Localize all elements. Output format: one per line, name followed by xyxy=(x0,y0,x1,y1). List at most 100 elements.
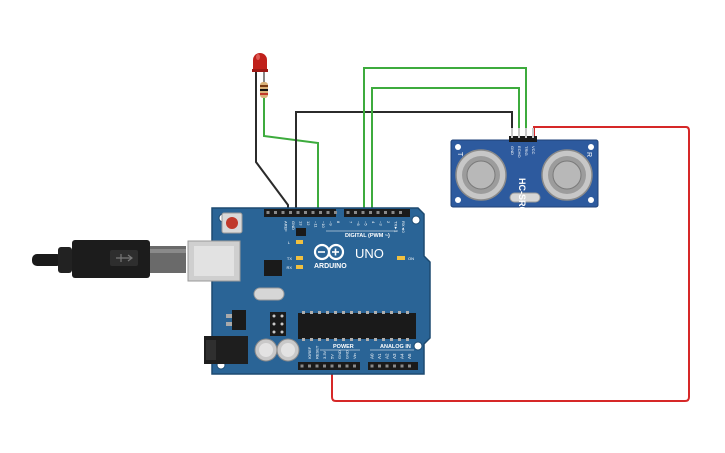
header-pin[interactable] xyxy=(323,364,326,368)
usb-interface-chip xyxy=(264,260,282,276)
digital-label: DIGITAL (PWM ~) xyxy=(345,233,390,239)
power-pin-label: IOREF xyxy=(307,346,312,359)
svg-text:ON: ON xyxy=(408,256,414,261)
svg-text:GND: GND xyxy=(510,146,515,155)
header-pin[interactable] xyxy=(304,211,307,214)
header-pin[interactable] xyxy=(308,364,311,368)
analog-pin-label: A0 xyxy=(370,353,375,359)
wire-led-to-pin11[interactable] xyxy=(263,96,319,212)
svg-text:ECHO: ECHO xyxy=(517,146,522,158)
analog-pin-label: A5 xyxy=(407,353,412,359)
header-pin[interactable] xyxy=(319,211,322,214)
header-pin[interactable] xyxy=(361,211,365,214)
power-pin-label: GND xyxy=(337,350,342,359)
header-pin[interactable] xyxy=(281,211,285,214)
header-pin[interactable] xyxy=(266,211,270,214)
power-pin-label: Vin xyxy=(352,353,357,359)
power-pin-label: GND xyxy=(345,350,350,359)
atmega-chip xyxy=(298,311,416,341)
status-leds: L TX RX xyxy=(286,240,303,270)
header-pin[interactable] xyxy=(391,211,395,214)
wire-sensor-gnd[interactable] xyxy=(295,111,513,212)
voltage-regulator xyxy=(226,310,246,330)
header-pin[interactable] xyxy=(345,364,349,368)
digital-pin-label: 4 xyxy=(371,221,376,224)
svg-text:TX: TX xyxy=(287,256,292,261)
header-pin[interactable] xyxy=(354,211,357,214)
header-pin[interactable] xyxy=(334,211,337,214)
usb-cable[interactable] xyxy=(32,240,186,278)
digital-pin-label: TX►1 xyxy=(394,221,399,233)
resistor[interactable] xyxy=(260,72,268,98)
analog-pin-label: A3 xyxy=(392,353,397,359)
header-pin[interactable] xyxy=(376,211,380,214)
digital-pin-label: ~5 xyxy=(364,221,369,226)
digital-pin-label: GND xyxy=(291,221,296,230)
led[interactable] xyxy=(252,53,268,72)
header-pin[interactable] xyxy=(408,364,411,368)
led-body xyxy=(253,53,267,70)
arduino-logo-icon xyxy=(313,243,345,261)
wires xyxy=(255,67,690,402)
sensor-model-label: HC-SR04 xyxy=(517,178,527,217)
digital-pin-label: ~9 xyxy=(329,221,334,226)
digital-pin-label: 7 xyxy=(349,221,354,224)
header-pin[interactable] xyxy=(399,211,402,214)
header-pin[interactable] xyxy=(400,364,404,368)
analog-pin-label: A1 xyxy=(377,353,382,359)
header-pin[interactable] xyxy=(274,211,277,214)
header-pin[interactable] xyxy=(296,211,300,214)
digital-pin-label: 13 xyxy=(299,221,304,226)
digital-pin-label: 8 xyxy=(336,221,341,224)
header-pin[interactable] xyxy=(338,364,341,368)
capacitors xyxy=(254,338,300,362)
header-pin[interactable] xyxy=(300,364,304,368)
svg-text:RX: RX xyxy=(286,265,292,270)
header-pin[interactable] xyxy=(289,211,292,214)
header-pin[interactable] xyxy=(370,364,374,368)
header-pin[interactable] xyxy=(311,211,315,214)
analog-pin-label: A2 xyxy=(385,353,390,359)
digital-pin-label: ~10 xyxy=(321,221,326,229)
reset-button[interactable] xyxy=(221,212,243,234)
power-pin-label: RESET xyxy=(315,345,320,359)
power-pin-label: 5V xyxy=(330,354,335,359)
power-label: POWER xyxy=(333,344,354,350)
header-pin[interactable] xyxy=(384,211,387,214)
digital-pin-label: ~11 xyxy=(314,221,319,228)
on-led: ON xyxy=(397,256,414,261)
header-pin[interactable] xyxy=(330,364,334,368)
dc-power-jack xyxy=(204,336,248,364)
digital-header xyxy=(264,209,410,217)
wire-echo[interactable] xyxy=(363,67,527,212)
header-pin[interactable] xyxy=(385,364,389,368)
header-pin[interactable] xyxy=(326,211,330,214)
wire-vcc[interactable] xyxy=(331,126,690,402)
wire-trig[interactable] xyxy=(371,87,520,212)
digital-pin-label: AREF xyxy=(284,221,289,232)
header-pin[interactable] xyxy=(393,364,396,368)
digital-pin-label: RX◄0 xyxy=(401,221,406,234)
hc-sr04-sensor[interactable]: T R HC-SR04 GND ECHO TRIG VCC xyxy=(450,128,599,217)
svg-text:TRIG: TRIG xyxy=(524,146,529,156)
sensor-mark-t: T xyxy=(456,152,463,157)
usb-symbol-icon xyxy=(116,254,133,262)
receiver-transducer xyxy=(541,149,593,201)
brand-label: ARDUINO xyxy=(314,263,347,270)
board-crystal xyxy=(253,287,285,301)
power-header xyxy=(298,362,418,370)
header-pin[interactable] xyxy=(315,364,319,368)
analog-pin-label: A4 xyxy=(400,353,405,359)
svg-text:L: L xyxy=(288,240,291,245)
header-pin[interactable] xyxy=(346,211,350,214)
header-pin[interactable] xyxy=(378,364,381,368)
header-pin[interactable] xyxy=(369,211,372,214)
model-label: UNO xyxy=(355,246,384,261)
transmitter-transducer xyxy=(455,149,507,201)
header-pin[interactable] xyxy=(353,364,356,368)
